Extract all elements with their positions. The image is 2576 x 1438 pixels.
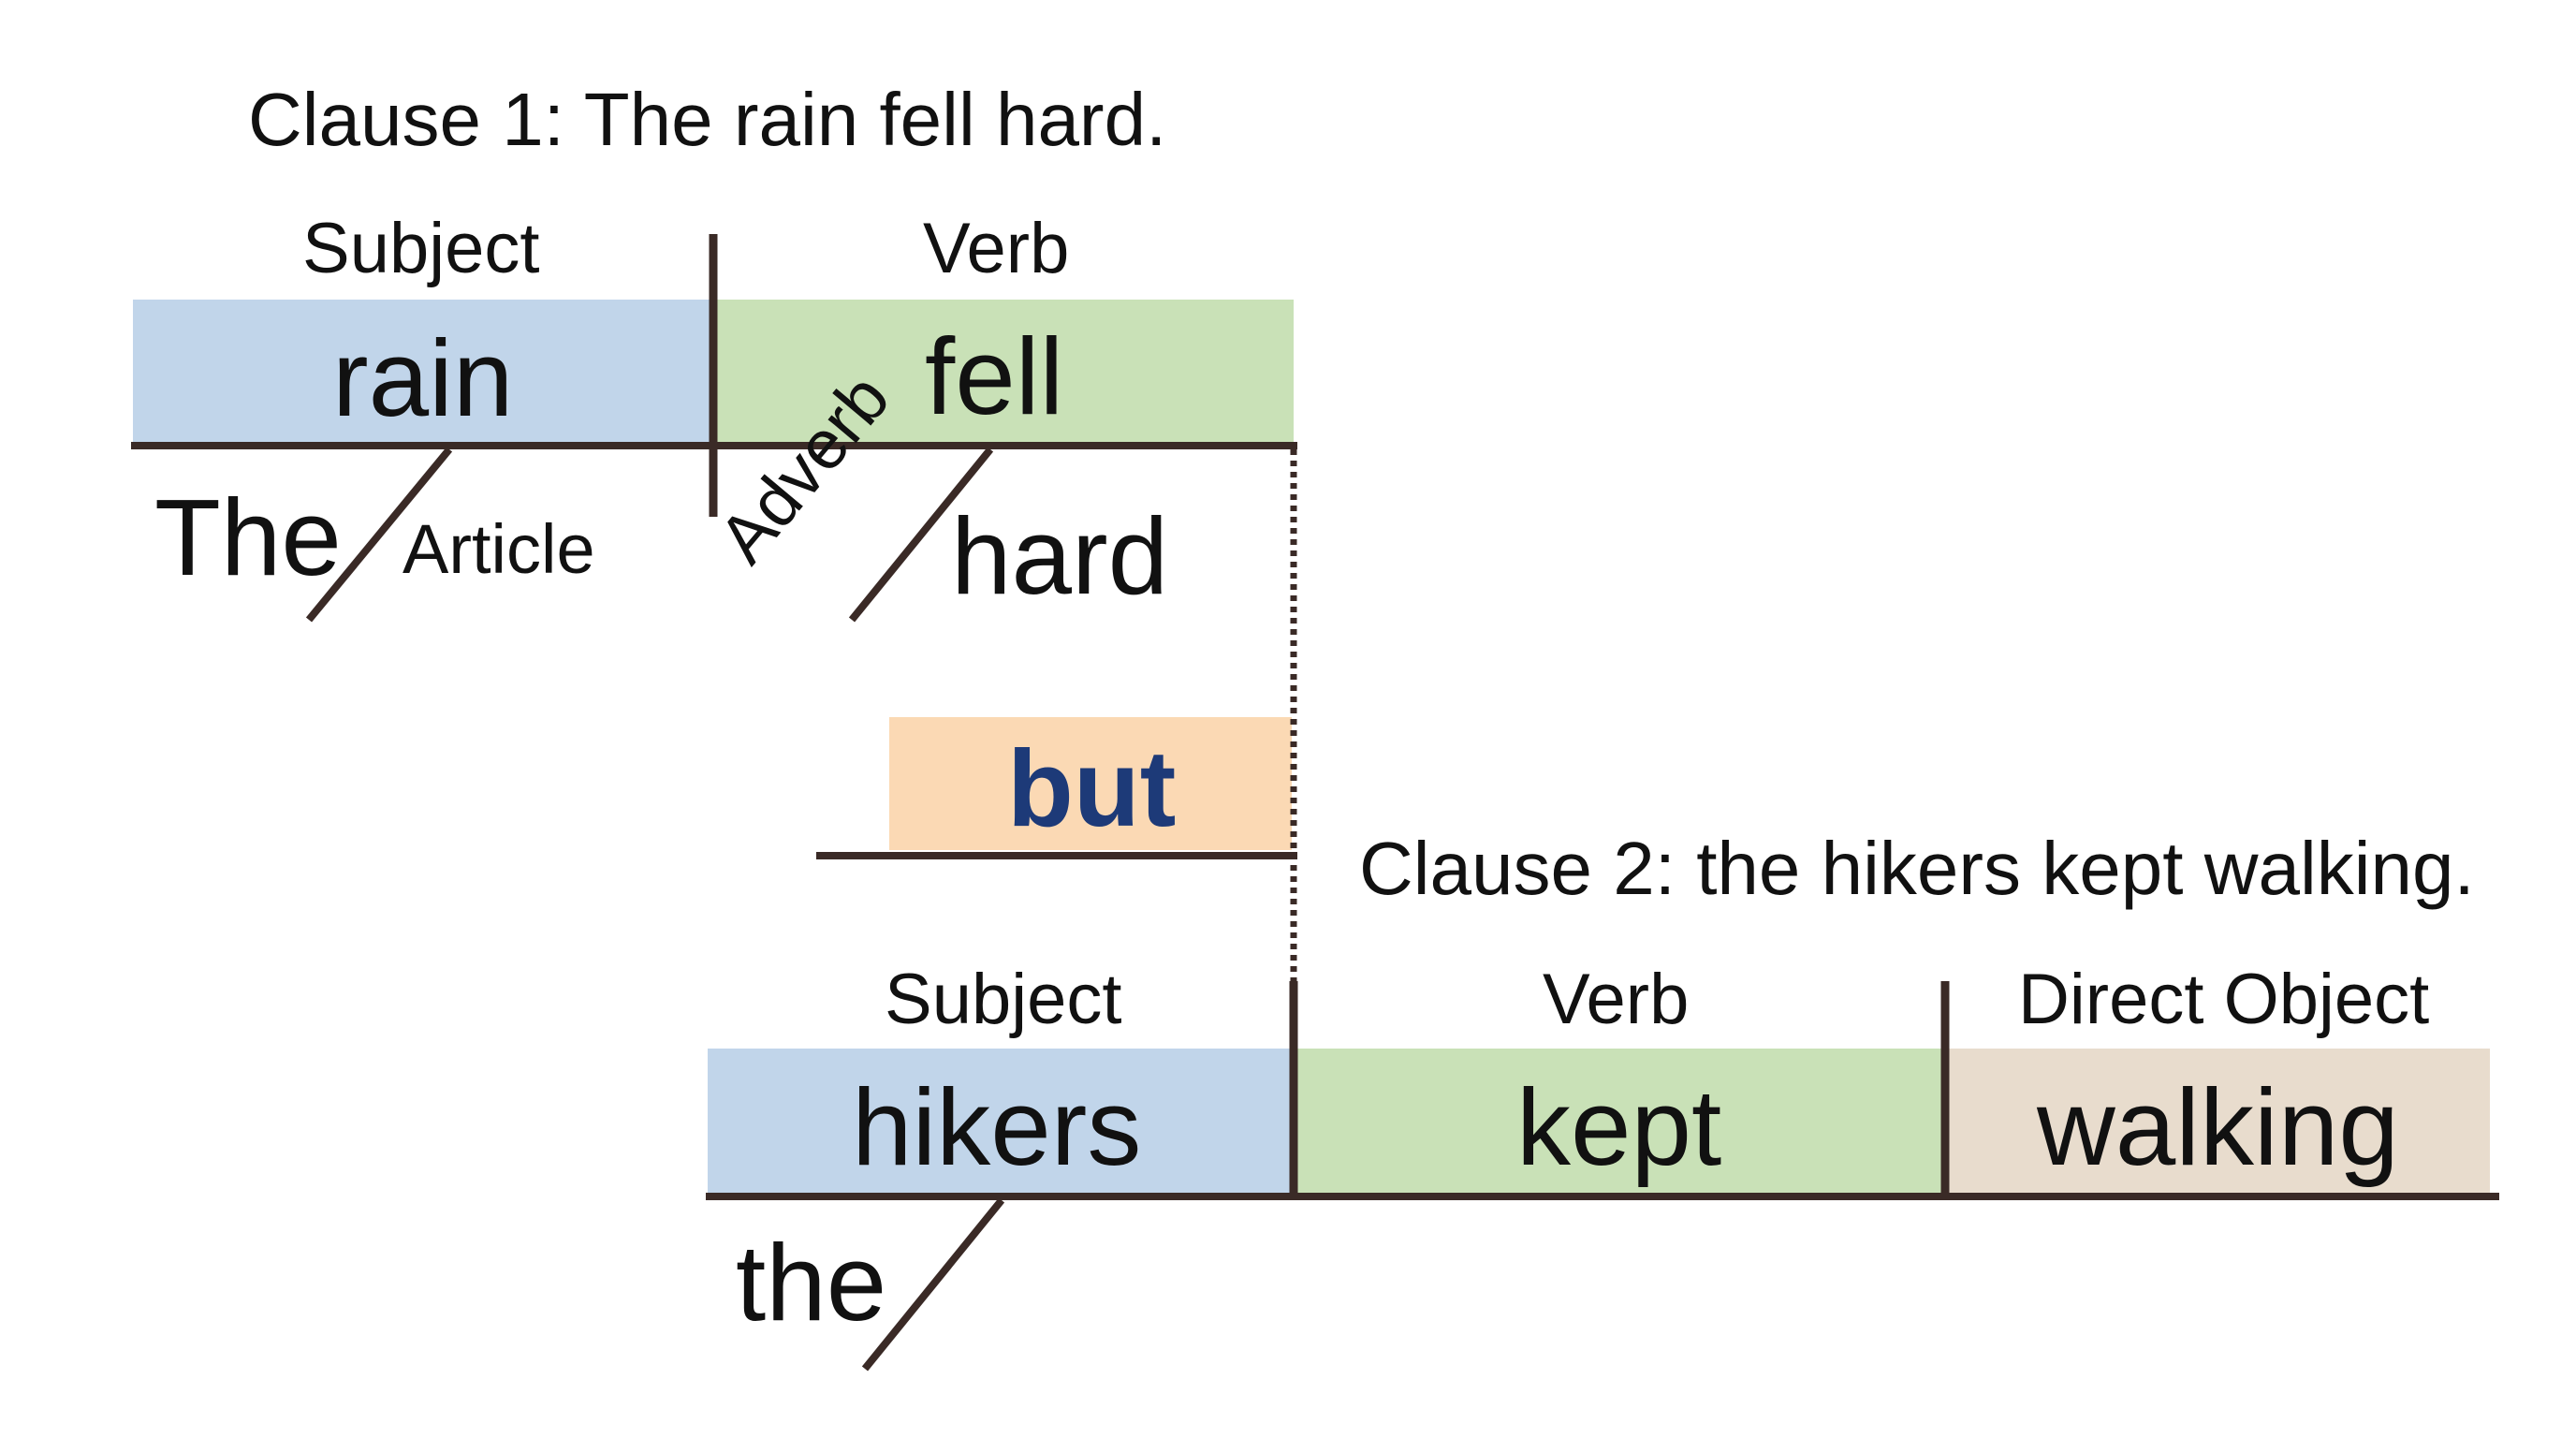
clause1-adverb-slant [848, 447, 994, 623]
clause1-verb-word: fell [925, 315, 1064, 437]
clause2-verb-word: kept [1516, 1066, 1722, 1188]
clause1-article-word: The [154, 477, 342, 598]
clause2-object-word: walking [2037, 1066, 2399, 1188]
clause2-subject-word: hikers [852, 1066, 1142, 1188]
clause1-subject-word: rain [332, 317, 514, 439]
clause1-article-slant [305, 447, 453, 623]
conjunction-word: but [1007, 727, 1177, 849]
clause2-subject-label: Subject [885, 960, 1122, 1039]
clause1-title: Clause 1: The rain fell hard. [248, 78, 1167, 161]
clause1-subject-box [133, 300, 713, 446]
clause2-article-slant [861, 1197, 1005, 1372]
clause2-object-box [1943, 1049, 2490, 1195]
clause2-article-word: the [736, 1222, 887, 1343]
clause1-verb-label: Verb [923, 209, 1070, 288]
clause2-subject-box [708, 1049, 1292, 1195]
clause2-verb-box [1292, 1049, 1943, 1195]
clause1-verb-box [713, 300, 1294, 446]
conjunction-box [889, 717, 1292, 850]
clause1-adverb-word: hard [951, 495, 1169, 617]
clause2-verb-label: Verb [1543, 960, 1690, 1039]
clause2-title: Clause 2: the hikers kept walking. [1359, 827, 2475, 910]
clause2-object-label: Direct Object [2018, 960, 2430, 1039]
clause1-article-label: Article [402, 510, 595, 588]
clause1-subject-label: Subject [302, 209, 540, 288]
